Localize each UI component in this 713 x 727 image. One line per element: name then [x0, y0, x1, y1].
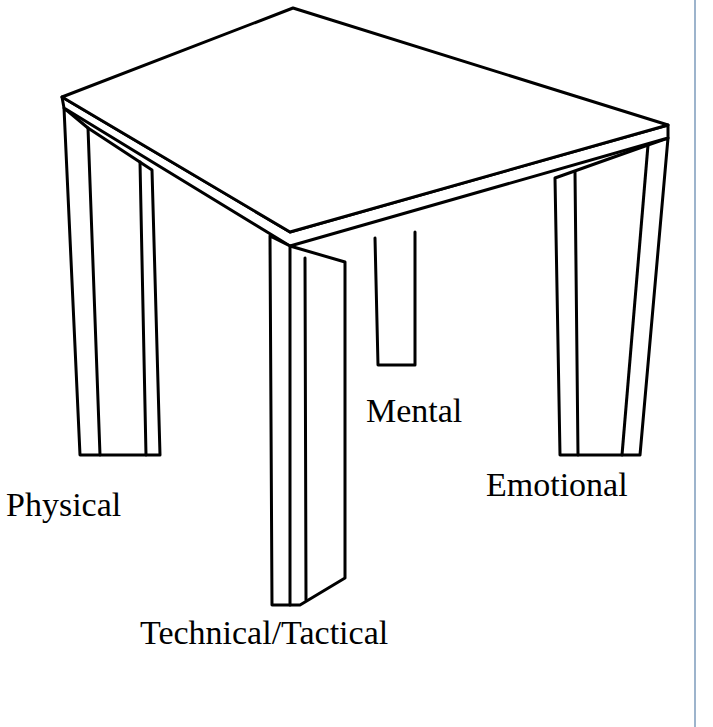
- table-leg: [375, 232, 415, 365]
- leg-label: Physical: [6, 486, 121, 523]
- leg-edge: [289, 246, 292, 605]
- table-leg: [555, 138, 668, 455]
- leg-edge: [305, 258, 306, 600]
- table-leg: [270, 236, 345, 605]
- leg-edge: [622, 145, 648, 455]
- leg-label: Mental: [366, 392, 462, 429]
- leg-edge: [575, 172, 578, 455]
- page-border: [694, 0, 696, 727]
- leg-label: Emotional: [486, 466, 628, 503]
- table-top: [62, 8, 668, 232]
- leg-edge: [140, 162, 146, 455]
- leg-edge: [88, 128, 100, 455]
- leg-label: Technical/Tactical: [140, 614, 388, 651]
- table-leg: [64, 108, 160, 455]
